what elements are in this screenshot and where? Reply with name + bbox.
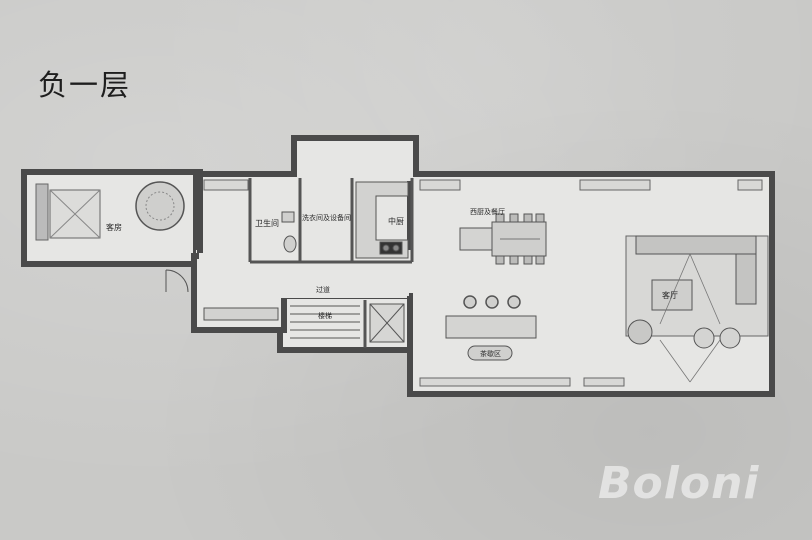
label-corridor: 过道 [316, 285, 330, 294]
interior-walls [248, 178, 414, 348]
sofa-group-icon [625, 235, 769, 383]
label-living-room: 客厅 [662, 290, 678, 300]
room-labels: 客房 卫生间 洗衣间及设备间 中厨 西厨及餐厅 过道 楼梯 客厅 茶歇区 [106, 207, 678, 358]
kitchen-counter-icon [355, 181, 409, 259]
label-guest-room: 客房 [106, 222, 122, 232]
cabinet-strip [203, 179, 763, 387]
bar-stools-icon [463, 295, 521, 309]
stairs-icon [290, 303, 405, 343]
brand-watermark: Boloni [598, 458, 760, 509]
label-laundry: 洗衣间及设备间 [302, 213, 351, 222]
floor-title: 负一层 [38, 68, 132, 102]
bed-icon [35, 183, 101, 241]
label-stairs: 楼梯 [318, 311, 332, 320]
door-swing-icon [165, 269, 189, 293]
label-chinese-kitchen: 中厨 [388, 216, 404, 226]
tea-island-icon [445, 315, 537, 361]
dining-table-icon [459, 213, 547, 265]
label-bathroom: 卫生间 [255, 218, 279, 228]
label-tea-area: 茶歇区 [480, 349, 501, 358]
label-western-kitchen: 西厨及餐厅 [470, 207, 505, 216]
round-rug-icon [135, 181, 185, 231]
toilet-icon [281, 211, 297, 253]
corridor-cabinet-icon [203, 307, 279, 321]
